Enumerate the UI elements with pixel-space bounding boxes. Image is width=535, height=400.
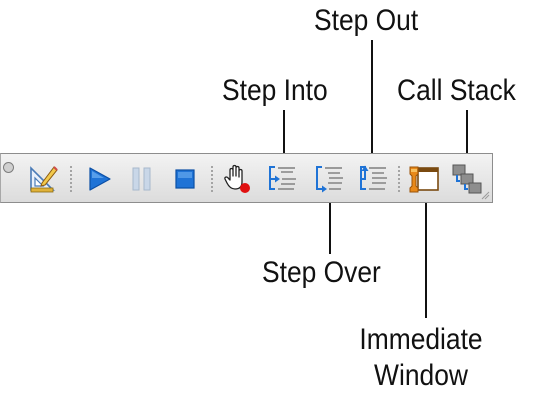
run-icon <box>89 167 111 191</box>
call-stack-button[interactable] <box>450 162 484 196</box>
toolbar-separator <box>211 166 213 192</box>
toolbar-separator <box>398 166 400 192</box>
toggle-breakpoint-button[interactable] <box>220 162 254 196</box>
pause-icon <box>132 167 151 191</box>
step-into-callout: Step Into <box>222 74 328 107</box>
call-stack-callout: Call Stack <box>397 74 516 107</box>
immediate-window-button[interactable] <box>407 162 441 196</box>
step-into-icon <box>269 166 296 190</box>
step-into-button[interactable] <box>265 162 299 196</box>
stop-icon <box>175 169 195 189</box>
design-mode-button[interactable] <box>26 162 60 196</box>
step-into-leader <box>283 110 285 161</box>
stop-button[interactable] <box>168 162 202 196</box>
step-over-callout: Step Over <box>262 256 381 289</box>
immediate-window-icon <box>409 166 439 193</box>
toolbar-grip-icon[interactable] <box>3 162 14 173</box>
toggle-breakpoint-icon <box>224 164 250 193</box>
immediate-window-leader <box>425 194 427 318</box>
debug-toolbar <box>0 153 493 203</box>
resize-grip-icon[interactable] <box>480 190 490 200</box>
immediate-window-callout-line-2: Window <box>374 359 468 392</box>
step-over-leader <box>329 194 331 254</box>
step-over-icon <box>316 166 343 193</box>
step-out-icon <box>360 165 387 190</box>
call-stack-leader <box>466 110 468 161</box>
step-over-button[interactable] <box>312 162 346 196</box>
design-mode-icon <box>30 166 58 193</box>
pause-button[interactable] <box>125 162 159 196</box>
immediate-window-callout-line-1: Immediate <box>359 323 483 356</box>
run-button[interactable] <box>82 162 116 196</box>
step-out-leader <box>371 40 373 161</box>
immediate-window-callout: Immediate Window <box>355 322 487 394</box>
call-stack-icon <box>452 164 482 194</box>
step-out-callout: Step Out <box>314 4 419 37</box>
step-out-button[interactable] <box>356 162 390 196</box>
toolbar-separator <box>70 166 72 192</box>
